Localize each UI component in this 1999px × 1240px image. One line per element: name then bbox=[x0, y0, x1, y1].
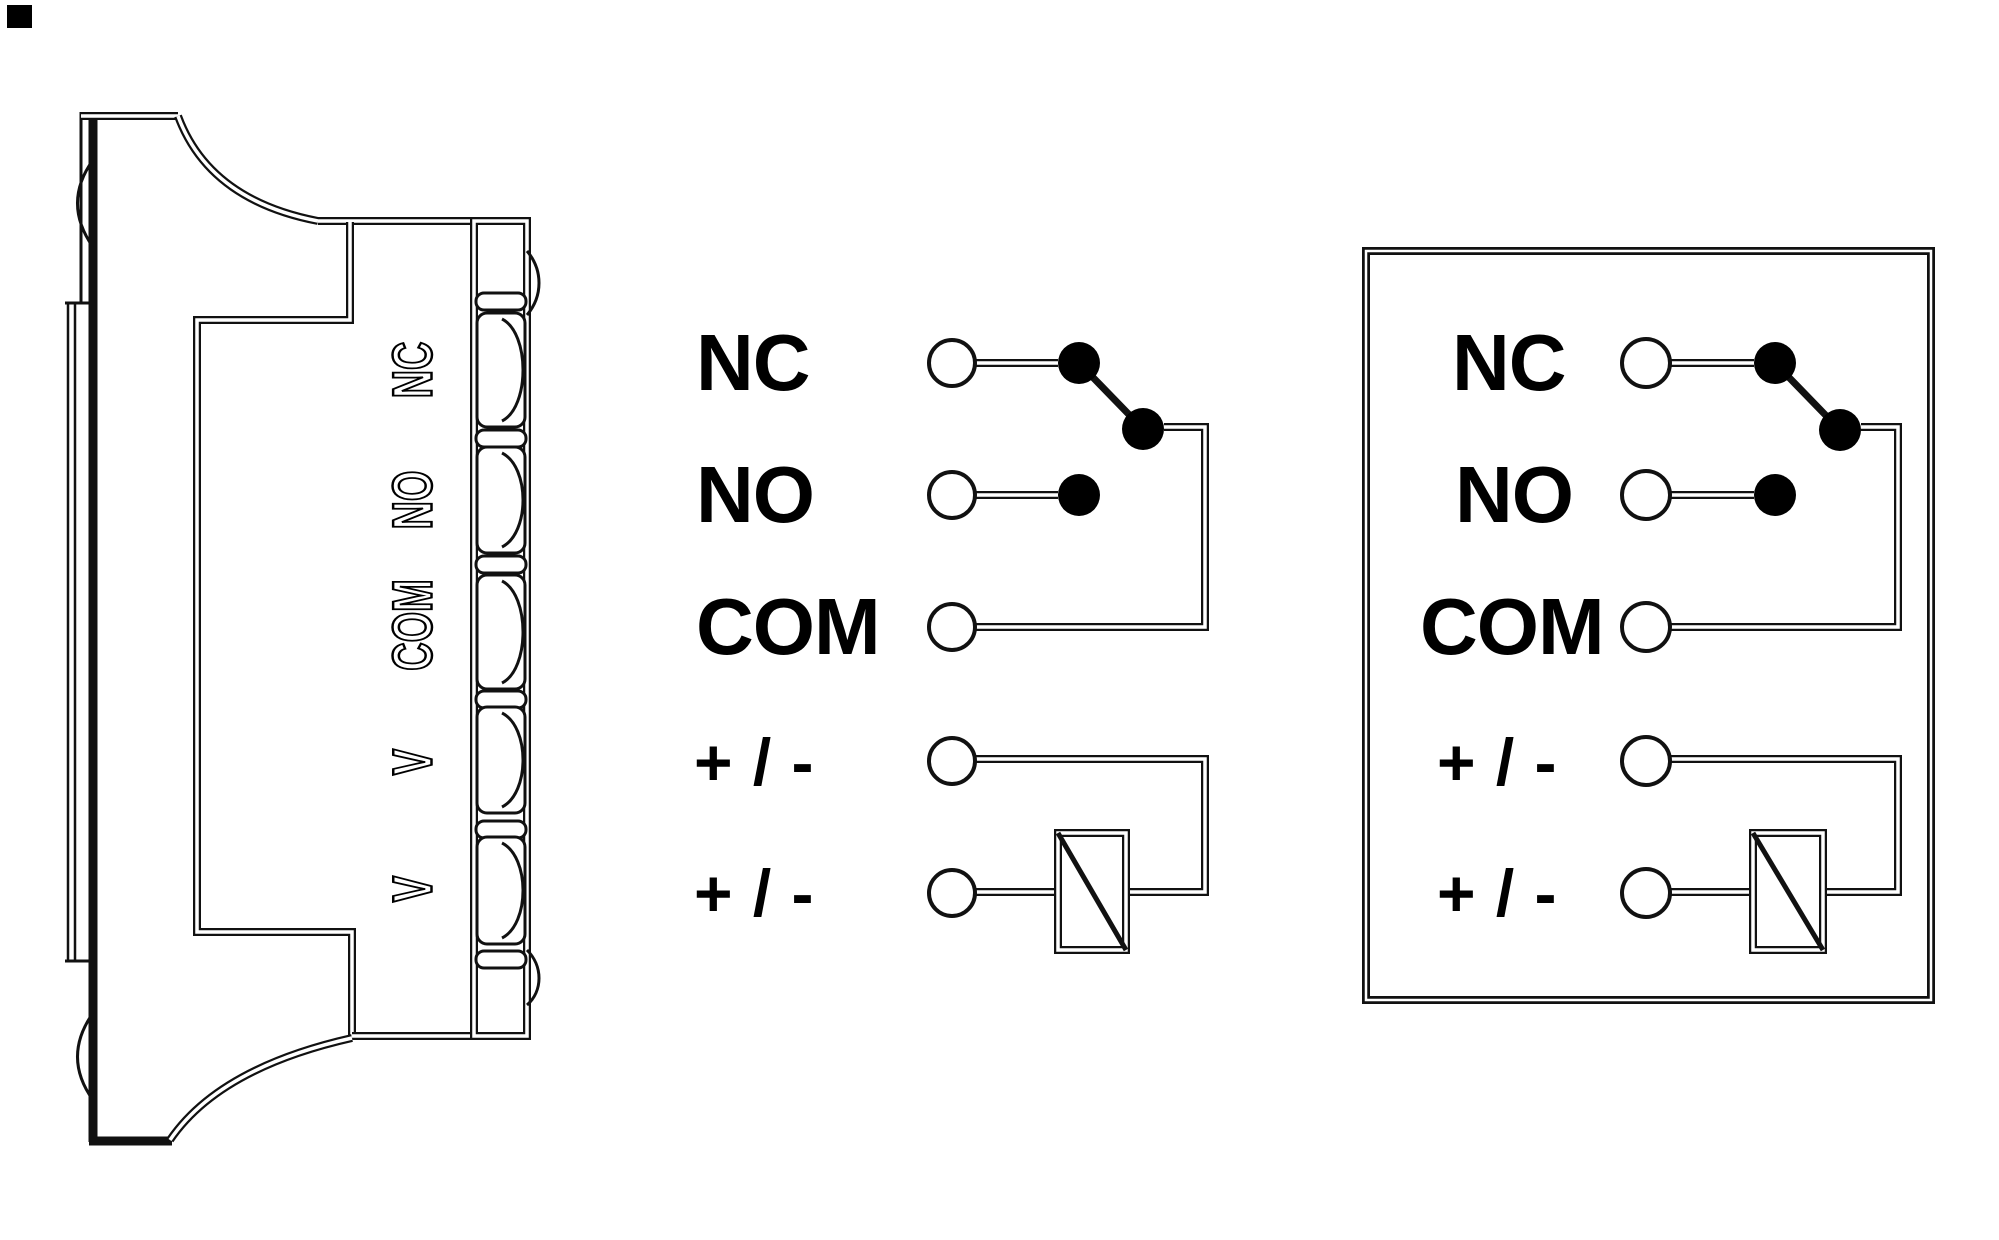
terminal-circle-no bbox=[1620, 469, 1672, 521]
contact-dot-no bbox=[1754, 474, 1796, 516]
terminal-circle-coil-plus-2 bbox=[1620, 867, 1672, 919]
terminal-circle-coil-plus-1 bbox=[927, 736, 977, 786]
boxed-schematic-label-coil-plus-2: + / - bbox=[1437, 856, 1558, 930]
terminal-cavity-v2 bbox=[475, 835, 527, 946]
contact-dot-pole bbox=[1819, 409, 1861, 451]
contact-dot-pole bbox=[1122, 408, 1164, 450]
terminal-circle-nc bbox=[927, 338, 977, 388]
screw-bulge-top bbox=[525, 250, 541, 316]
terminal-cavity-no bbox=[475, 445, 527, 555]
corner-artifact-mark bbox=[7, 5, 32, 28]
coil-symbol bbox=[1753, 833, 1823, 950]
screw-bulge-bottom bbox=[525, 948, 541, 1007]
contact-dot-nc bbox=[1754, 342, 1796, 384]
schematic-label-nc: NC bbox=[696, 318, 811, 407]
schematic-label-com: COM bbox=[696, 582, 881, 671]
terminal-cavity-com bbox=[475, 573, 527, 691]
terminal-divider bbox=[474, 819, 528, 840]
device-label-nc: NC bbox=[379, 341, 444, 400]
boxed-schematic-label-no: NO bbox=[1455, 450, 1574, 539]
terminal-circle-nc bbox=[1620, 337, 1672, 389]
boxed-schematic-label-nc: NC bbox=[1452, 318, 1567, 407]
device-side-view bbox=[65, 112, 541, 1146]
terminal-circle-coil-plus-1 bbox=[1620, 735, 1672, 787]
schematic-label-coil-plus-1: + / - bbox=[694, 725, 815, 799]
terminal-cavity-nc bbox=[475, 311, 527, 429]
terminal-circle-no bbox=[927, 470, 977, 520]
terminal-divider bbox=[474, 428, 528, 449]
terminal-divider bbox=[474, 949, 528, 970]
schematic-label-coil-plus-2: + / - bbox=[694, 856, 815, 930]
schematic-label-no: NO bbox=[696, 450, 815, 539]
terminal-divider bbox=[474, 291, 528, 312]
device-label-v1: V bbox=[379, 748, 444, 776]
terminal-circle-coil-plus-2 bbox=[927, 868, 977, 918]
boxed-schematic-label-com: COM bbox=[1420, 582, 1605, 671]
coil-symbol bbox=[1058, 833, 1126, 950]
terminal-block bbox=[474, 221, 541, 1036]
terminal-circle-com bbox=[927, 602, 977, 652]
relay-schematic-unboxed bbox=[927, 338, 1205, 950]
din-rail-back-profile bbox=[65, 112, 172, 1146]
device-label-v2: V bbox=[379, 875, 444, 903]
clip-spring-arc-top bbox=[76, 159, 95, 248]
relay-schematic-boxed bbox=[1366, 251, 1931, 1000]
clip-spring-arc-bottom bbox=[76, 1012, 95, 1101]
boxed-schematic-label-coil-plus-1: + / - bbox=[1437, 725, 1558, 799]
device-label-com: COM bbox=[379, 578, 444, 672]
contact-dot-no bbox=[1058, 474, 1100, 516]
terminal-divider bbox=[474, 554, 528, 575]
terminal-divider bbox=[474, 689, 528, 710]
device-label-no: NO bbox=[379, 470, 444, 531]
terminal-cavity-v1 bbox=[475, 705, 527, 815]
contact-dot-nc bbox=[1058, 342, 1100, 384]
terminal-circle-com bbox=[1620, 601, 1672, 653]
